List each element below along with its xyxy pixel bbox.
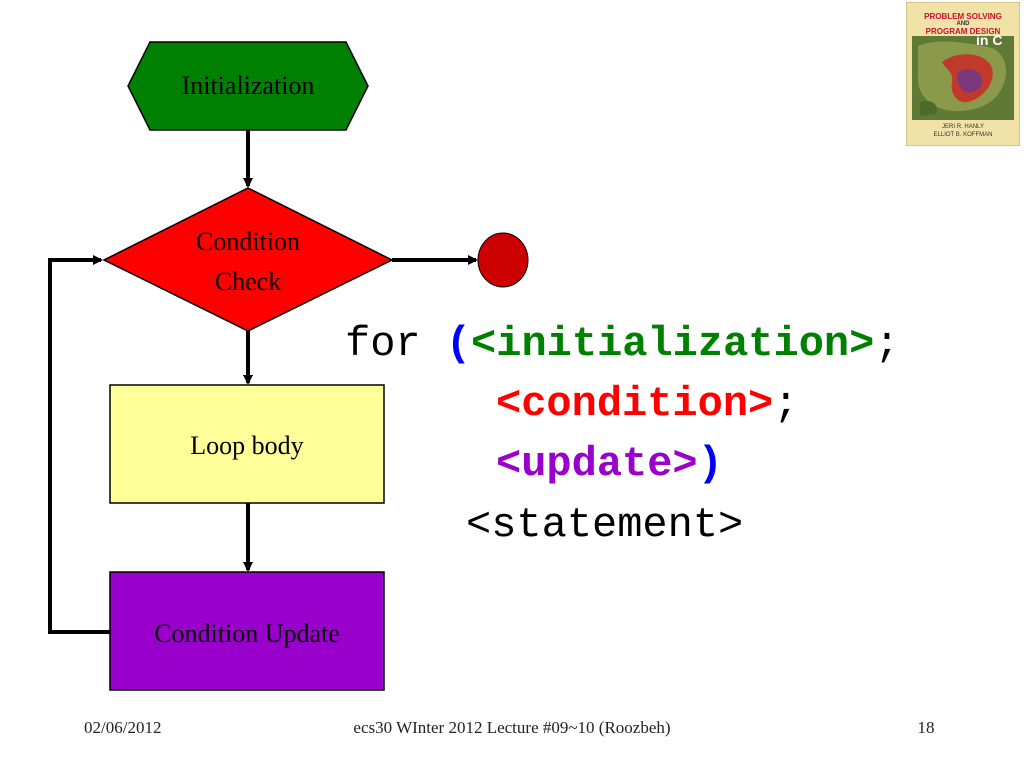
- initialization-node: [127, 41, 369, 131]
- footer-title: ecs30 WInter 2012 Lecture #09~10 (Roozbe…: [353, 718, 671, 737]
- book-cover-title-2: AND: [956, 21, 970, 27]
- condition-check-label-line-1: Condition: [195, 227, 300, 256]
- code-line-statement: <statement>: [466, 495, 743, 555]
- loop-body-label: Loop body: [190, 431, 304, 460]
- code-initialization: <initialization>: [471, 320, 875, 368]
- book-cover-author-1: JERI R. HANLY: [942, 124, 984, 130]
- condition-check-label: Condition Check: [150, 222, 346, 302]
- code-statement: <statement>: [466, 501, 744, 549]
- book-cover-author-2: ELLIOT B. KOFFMAN: [933, 132, 993, 138]
- code-semicolon-2: ;: [773, 380, 799, 428]
- code-line-for: for (<initialization>;: [345, 314, 900, 374]
- book-cover-image: PROBLEM SOLVING AND PROGRAM DESIGN in C …: [905, 1, 1021, 147]
- arrow-update-back-to-condition: [48, 255, 110, 634]
- code-for-keyword: for: [345, 320, 446, 368]
- initialization-label: Initialization: [181, 71, 315, 100]
- code-open-paren: (: [445, 320, 472, 368]
- code-line-update: <update>): [496, 434, 723, 494]
- book-cover-art: [905, 1, 1021, 147]
- book-cover-in-c: in C: [976, 32, 1003, 48]
- exit-node: [477, 232, 529, 288]
- footer-date: 02/06/2012: [84, 718, 162, 737]
- loop-body-node: [109, 384, 385, 504]
- code-update: <update>: [496, 440, 698, 488]
- code-condition: <condition>: [496, 380, 774, 428]
- code-semicolon-1: ;: [874, 320, 900, 368]
- book-cover-title-1: PROBLEM SOLVING: [924, 12, 1002, 21]
- condition-check-label-line-2: Check: [214, 267, 282, 296]
- book-cover-title-3: PROGRAM DESIGN: [925, 27, 1001, 36]
- condition-update-node: [109, 571, 385, 691]
- condition-update-label: Condition Update: [154, 619, 340, 648]
- code-close-paren: ): [697, 440, 723, 488]
- code-line-condition: <condition>;: [496, 374, 798, 434]
- footer-page-number: 18: [917, 718, 935, 737]
